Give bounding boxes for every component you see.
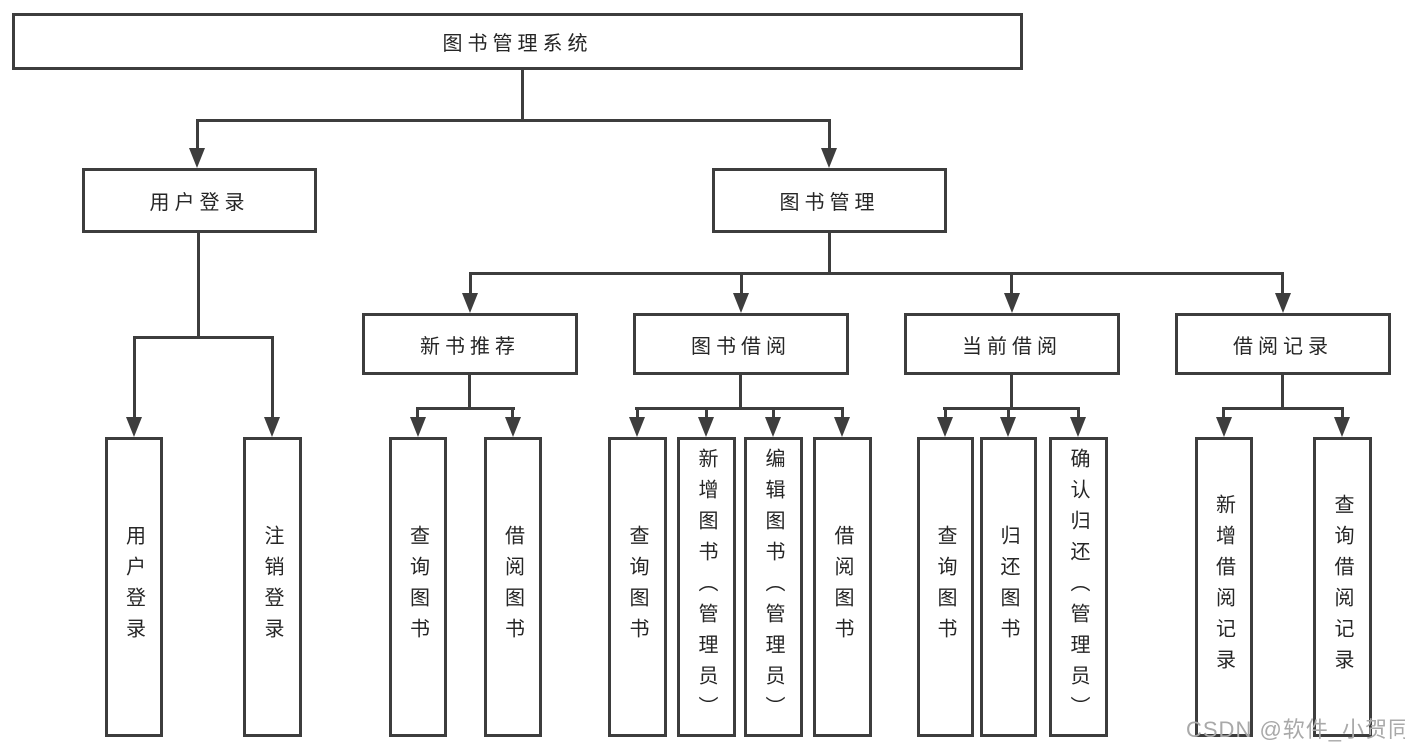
- leaf-logout: 注销登录: [243, 437, 302, 737]
- node-book-borrowing: 图书借阅: [633, 313, 849, 375]
- node-user-login-branch: 用户登录: [82, 168, 317, 233]
- node-label: 图书管理: [779, 192, 880, 214]
- connector-line: [1222, 407, 1344, 410]
- node-label: 新增借阅记录: [1212, 494, 1235, 680]
- connector-line: [636, 407, 639, 419]
- arrowhead-down-icon: [1216, 417, 1232, 437]
- node-current-borrowing: 当前借阅: [904, 313, 1120, 375]
- connector-line: [635, 407, 844, 410]
- leaf-query-borrow-record: 查询借阅记录: [1313, 437, 1372, 737]
- connector-line: [828, 233, 831, 275]
- connector-line: [469, 272, 1284, 275]
- connector-line: [468, 374, 471, 410]
- connector-line: [944, 407, 947, 419]
- connector-line: [416, 407, 419, 419]
- leaf-edit-book-admin: 编辑图书（管理员）: [744, 437, 803, 737]
- node-label: 新书推荐: [420, 335, 520, 358]
- node-label: 确认归还（管理员）: [1067, 447, 1089, 727]
- leaf-query-books-borrowing: 查询图书: [608, 437, 667, 737]
- arrowhead-down-icon: [733, 293, 749, 313]
- connector-line: [943, 407, 1080, 410]
- connector-line: [1010, 374, 1013, 410]
- arrowhead-down-icon: [937, 417, 953, 437]
- connector-line: [828, 119, 831, 150]
- node-root-library-system: 图书管理系统: [12, 13, 1023, 70]
- arrowhead-down-icon: [264, 417, 280, 437]
- connector-line: [1077, 407, 1080, 419]
- connector-line: [1222, 407, 1225, 419]
- leaf-add-borrow-record: 新增借阅记录: [1195, 437, 1253, 737]
- connector-line: [1010, 272, 1013, 295]
- arrowhead-down-icon: [189, 148, 205, 168]
- connector-line: [521, 70, 524, 122]
- node-label: 查询图书: [626, 525, 648, 649]
- arrowhead-down-icon: [1275, 293, 1291, 313]
- connector-line: [196, 119, 199, 150]
- arrowhead-down-icon: [505, 417, 521, 437]
- connector-line: [705, 407, 708, 419]
- connector-line: [271, 336, 274, 419]
- leaf-borrow-books-recommend: 借阅图书: [484, 437, 542, 737]
- node-new-book-recommend: 新书推荐: [362, 313, 578, 375]
- arrowhead-down-icon: [126, 417, 142, 437]
- arrowhead-down-icon: [834, 417, 850, 437]
- node-label: 注销登录: [261, 525, 283, 649]
- node-label: 用户登录: [149, 192, 250, 214]
- leaf-return-book: 归还图书: [980, 437, 1037, 737]
- connector-line: [1281, 374, 1284, 410]
- connector-line: [133, 336, 274, 339]
- leaf-borrow-books-borrowing: 借阅图书: [813, 437, 872, 737]
- node-label: 用户登录: [122, 525, 145, 649]
- connector-line: [1007, 407, 1010, 419]
- leaf-confirm-return-admin: 确认归还（管理员）: [1049, 437, 1108, 737]
- node-label: 当前借阅: [962, 335, 1062, 358]
- connector-line: [1281, 272, 1284, 295]
- arrowhead-down-icon: [1000, 417, 1016, 437]
- arrowhead-down-icon: [698, 417, 714, 437]
- connector-line: [197, 233, 200, 339]
- connector-line: [416, 407, 515, 410]
- leaf-add-book-admin: 新增图书（管理员）: [677, 437, 736, 737]
- arrowhead-down-icon: [462, 293, 478, 313]
- leaf-user-login: 用户登录: [105, 437, 163, 737]
- connector-line: [740, 272, 743, 295]
- arrowhead-down-icon: [765, 417, 781, 437]
- node-label: 借阅记录: [1233, 335, 1333, 358]
- arrowhead-down-icon: [410, 417, 426, 437]
- node-label: 查询图书: [406, 525, 429, 649]
- arrowhead-down-icon: [821, 148, 837, 168]
- leaf-query-books-recommend: 查询图书: [389, 437, 447, 737]
- arrowhead-down-icon: [1004, 293, 1020, 313]
- arrowhead-down-icon: [1334, 417, 1350, 437]
- csdn-watermark: CSDN @软件_小贺同学: [1186, 717, 1405, 742]
- connector-line: [1341, 407, 1344, 419]
- node-label: 图书借阅: [691, 335, 791, 358]
- connector-line: [841, 407, 844, 419]
- connector-line: [133, 336, 136, 419]
- connector-line: [511, 407, 514, 419]
- node-borrow-records: 借阅记录: [1175, 313, 1391, 375]
- node-label: 借阅图书: [831, 525, 853, 649]
- connector-line: [772, 407, 775, 419]
- node-label: 新增图书（管理员）: [695, 447, 717, 727]
- node-label: 借阅图书: [501, 525, 524, 649]
- node-label: 归还图书: [997, 525, 1019, 649]
- connector-line: [196, 119, 831, 122]
- connector-line: [469, 272, 472, 295]
- node-book-management-branch: 图书管理: [712, 168, 947, 233]
- connector-line: [739, 374, 742, 410]
- node-label: 图书管理系统: [442, 33, 593, 55]
- node-label: 查询图书: [934, 525, 956, 649]
- arrowhead-down-icon: [1070, 417, 1086, 437]
- leaf-query-books-current: 查询图书: [917, 437, 974, 737]
- node-label: 编辑图书（管理员）: [762, 447, 784, 727]
- node-label: 查询借阅记录: [1331, 494, 1353, 680]
- arrowhead-down-icon: [629, 417, 645, 437]
